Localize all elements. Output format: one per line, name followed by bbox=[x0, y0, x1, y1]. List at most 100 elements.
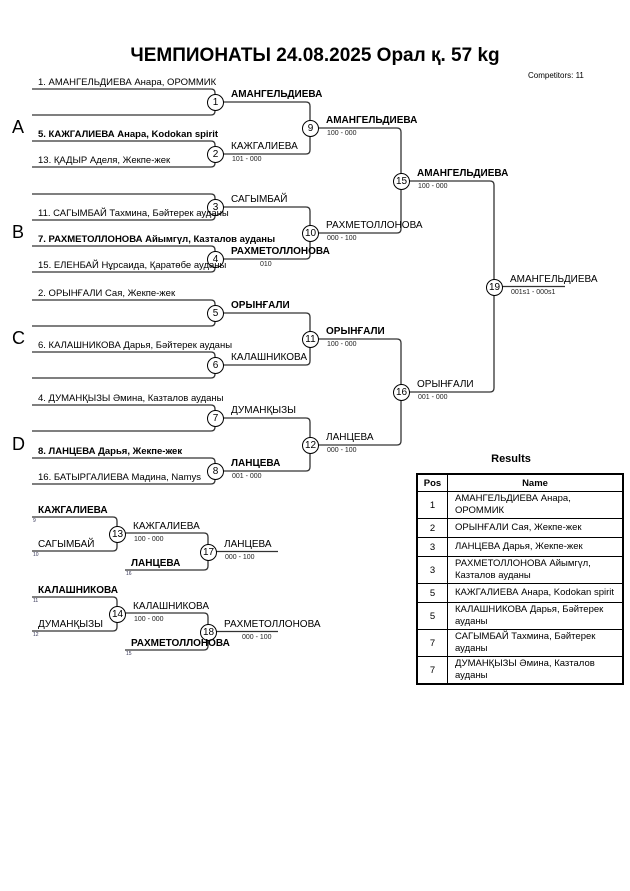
match-number-9: 9 bbox=[302, 120, 319, 137]
entry-top-match-1: 1. АМАНГЕЛЬДИЕВА Анара, ОРОММИК bbox=[38, 77, 217, 88]
entry-source-bottom-match-18: 15 bbox=[126, 651, 132, 657]
entry-bottom-match-17: ЛАНЦЕВА bbox=[131, 558, 181, 569]
match-winner-14: КАЛАШНИКОВА bbox=[133, 601, 210, 612]
match-winner-13: КАЖГАЛИЕВА bbox=[133, 521, 200, 532]
match-score-4: 010 bbox=[260, 261, 272, 268]
match-number-5: 5 bbox=[207, 305, 224, 322]
results-name: РАХМЕТОЛЛОНОВА Айымгүл, Казталов ауданы bbox=[447, 556, 624, 584]
entry-source-top-match-13: 9 bbox=[33, 518, 36, 524]
results-pos: 7 bbox=[416, 656, 448, 685]
match-score-13: 100 - 000 bbox=[134, 536, 164, 543]
match-number-13: 13 bbox=[109, 526, 126, 543]
results-pos: 3 bbox=[416, 556, 448, 584]
competitors-count: Competitors: 11 bbox=[528, 71, 584, 80]
match-winner-3: САГЫМБАЙ bbox=[231, 194, 288, 205]
match-number-15: 15 bbox=[393, 172, 410, 190]
pool-label-a: A bbox=[12, 117, 25, 137]
match-winner-2: КАЖГАЛИЕВА bbox=[231, 141, 298, 152]
results-pos: 3 bbox=[416, 537, 448, 557]
match-winner-16: ОРЫНҒАЛИ bbox=[417, 379, 474, 390]
results-name: КАЛАШНИКОВА Дарья, Бәйтерек ауданы bbox=[447, 602, 624, 630]
match-number-18: 18 bbox=[200, 623, 217, 641]
results-pos: 5 bbox=[416, 602, 448, 630]
bracket-line-match-16 bbox=[310, 338, 402, 446]
entry-source-bottom-match-17: 16 bbox=[126, 571, 132, 577]
match-winner-19: АМАНГЕЛЬДИЕВА bbox=[510, 273, 598, 285]
match-number-8: 8 bbox=[207, 463, 224, 480]
match-winner-12: ЛАНЦЕВА bbox=[326, 431, 374, 443]
bracket-line-match-6 bbox=[32, 351, 216, 379]
results-header-name: Name bbox=[447, 473, 624, 492]
bracket-line-match-15 bbox=[310, 127, 402, 234]
results-pos: 1 bbox=[416, 491, 448, 519]
match-winner-6: КАЛАШНИКОВА bbox=[231, 352, 308, 363]
pool-label-c: C bbox=[12, 328, 25, 348]
match-winner-1: АМАНГЕЛЬДИЕВА bbox=[231, 89, 323, 100]
results-pos: 5 bbox=[416, 583, 448, 603]
results-name: ОРЫНҒАЛИ Сая, Жекпе-жек bbox=[447, 518, 624, 538]
bracket-line-match-1 bbox=[32, 88, 216, 116]
match-score-8: 001 - 000 bbox=[232, 473, 262, 480]
results-title: Results bbox=[491, 453, 531, 465]
pool-label-d: D bbox=[12, 434, 25, 454]
results-name: КАЖГАЛИЕВА Анара, Kodokan spirit bbox=[447, 583, 624, 603]
match-score-14: 100 - 000 bbox=[134, 616, 164, 623]
match-number-11: 11 bbox=[302, 331, 319, 348]
match-winner-4: РАХМЕТОЛЛОНОВА bbox=[231, 246, 330, 257]
entry-bottom-match-14: ДУМАНҚЫЗЫ bbox=[38, 619, 104, 630]
match-winner-15: АМАНГЕЛЬДИЕВА bbox=[417, 167, 509, 179]
match-number-16: 16 bbox=[393, 384, 410, 401]
pool-label-b: B bbox=[12, 222, 25, 242]
entry-bottom-match-4: 15. ЕЛЕНБАЙ Нұрсаида, Қаратөбе ауданы bbox=[38, 260, 227, 271]
match-score-10: 000 - 100 bbox=[327, 235, 357, 242]
entry-top-match-6: 6. КАЛАШНИКОВА Дарья, Бәйтерек ауданы bbox=[38, 340, 233, 351]
entry-top-match-14: КАЛАШНИКОВА bbox=[38, 585, 118, 596]
page-title: ЧЕМПИОНАТЫ 24.08.2025 Орал қ. 57 kg bbox=[130, 45, 500, 66]
entry-bottom-match-3: 11. САГЫМБАЙ Тахмина, Бәйтерек ауданы bbox=[38, 208, 229, 219]
match-score-9: 100 - 000 bbox=[327, 130, 357, 137]
results-pos: 7 bbox=[416, 629, 448, 657]
entry-top-match-8: 8. ЛАНЦЕВА Дарья, Жекпе-жек bbox=[38, 446, 183, 457]
match-number-1: 1 bbox=[207, 94, 224, 111]
results-name: ЛАНЦЕВА Дарья, Жекпе-жек bbox=[447, 537, 624, 557]
match-winner-18: РАХМЕТОЛЛОНОВА bbox=[224, 618, 321, 630]
match-winner-8: ЛАНЦЕВА bbox=[231, 458, 281, 469]
match-winner-10: РАХМЕТОЛЛОНОВА bbox=[326, 220, 423, 231]
results-name: АМАНГЕЛЬДИЕВА Анара, ОРОММИК bbox=[447, 491, 624, 519]
match-score-19: 001s1 - 000s1 bbox=[511, 288, 556, 296]
match-number-14: 14 bbox=[109, 606, 126, 623]
entry-top-match-4: 7. РАХМЕТОЛЛОНОВА Айымгүл, Казталов ауда… bbox=[38, 234, 276, 245]
match-score-17: 000 - 100 bbox=[225, 553, 255, 561]
match-winner-17: ЛАНЦЕВА bbox=[224, 538, 272, 550]
bracket-line-match-7 bbox=[32, 404, 216, 432]
match-score-11: 100 - 000 bbox=[327, 341, 357, 348]
match-winner-5: ОРЫНҒАЛИ bbox=[231, 300, 290, 311]
match-number-4: 4 bbox=[207, 251, 224, 268]
results-name: САГЫМБАЙ Тахмина, Бәйтерек ауданы bbox=[447, 629, 624, 657]
entry-top-match-13: КАЖГАЛИЕВА bbox=[38, 505, 108, 516]
entry-top-match-5: 2. ОРЫНҒАЛИ Сая, Жекпе-жек bbox=[38, 288, 176, 299]
entry-source-bottom-match-13: 10 bbox=[33, 552, 39, 558]
bracket-line-match-5 bbox=[32, 299, 216, 327]
match-number-12: 12 bbox=[302, 436, 319, 454]
match-winner-11: ОРЫНҒАЛИ bbox=[326, 326, 385, 337]
match-number-19: 19 bbox=[486, 278, 503, 296]
entry-bottom-match-13: САГЫМБАЙ bbox=[38, 539, 95, 550]
match-score-2: 101 - 000 bbox=[232, 156, 262, 163]
match-number-3: 3 bbox=[207, 199, 224, 216]
match-winner-9: АМАНГЕЛЬДИЕВА bbox=[326, 115, 418, 126]
match-number-2: 2 bbox=[207, 146, 224, 163]
results-pos: 2 bbox=[416, 518, 448, 538]
match-score-16: 001 - 000 bbox=[418, 394, 448, 401]
match-winner-7: ДУМАНҚЫЗЫ bbox=[231, 405, 297, 416]
entry-top-match-7: 4. ДУМАНҚЫЗЫ Әмина, Казталов ауданы bbox=[38, 393, 224, 404]
match-score-15: 100 - 000 bbox=[418, 182, 448, 190]
